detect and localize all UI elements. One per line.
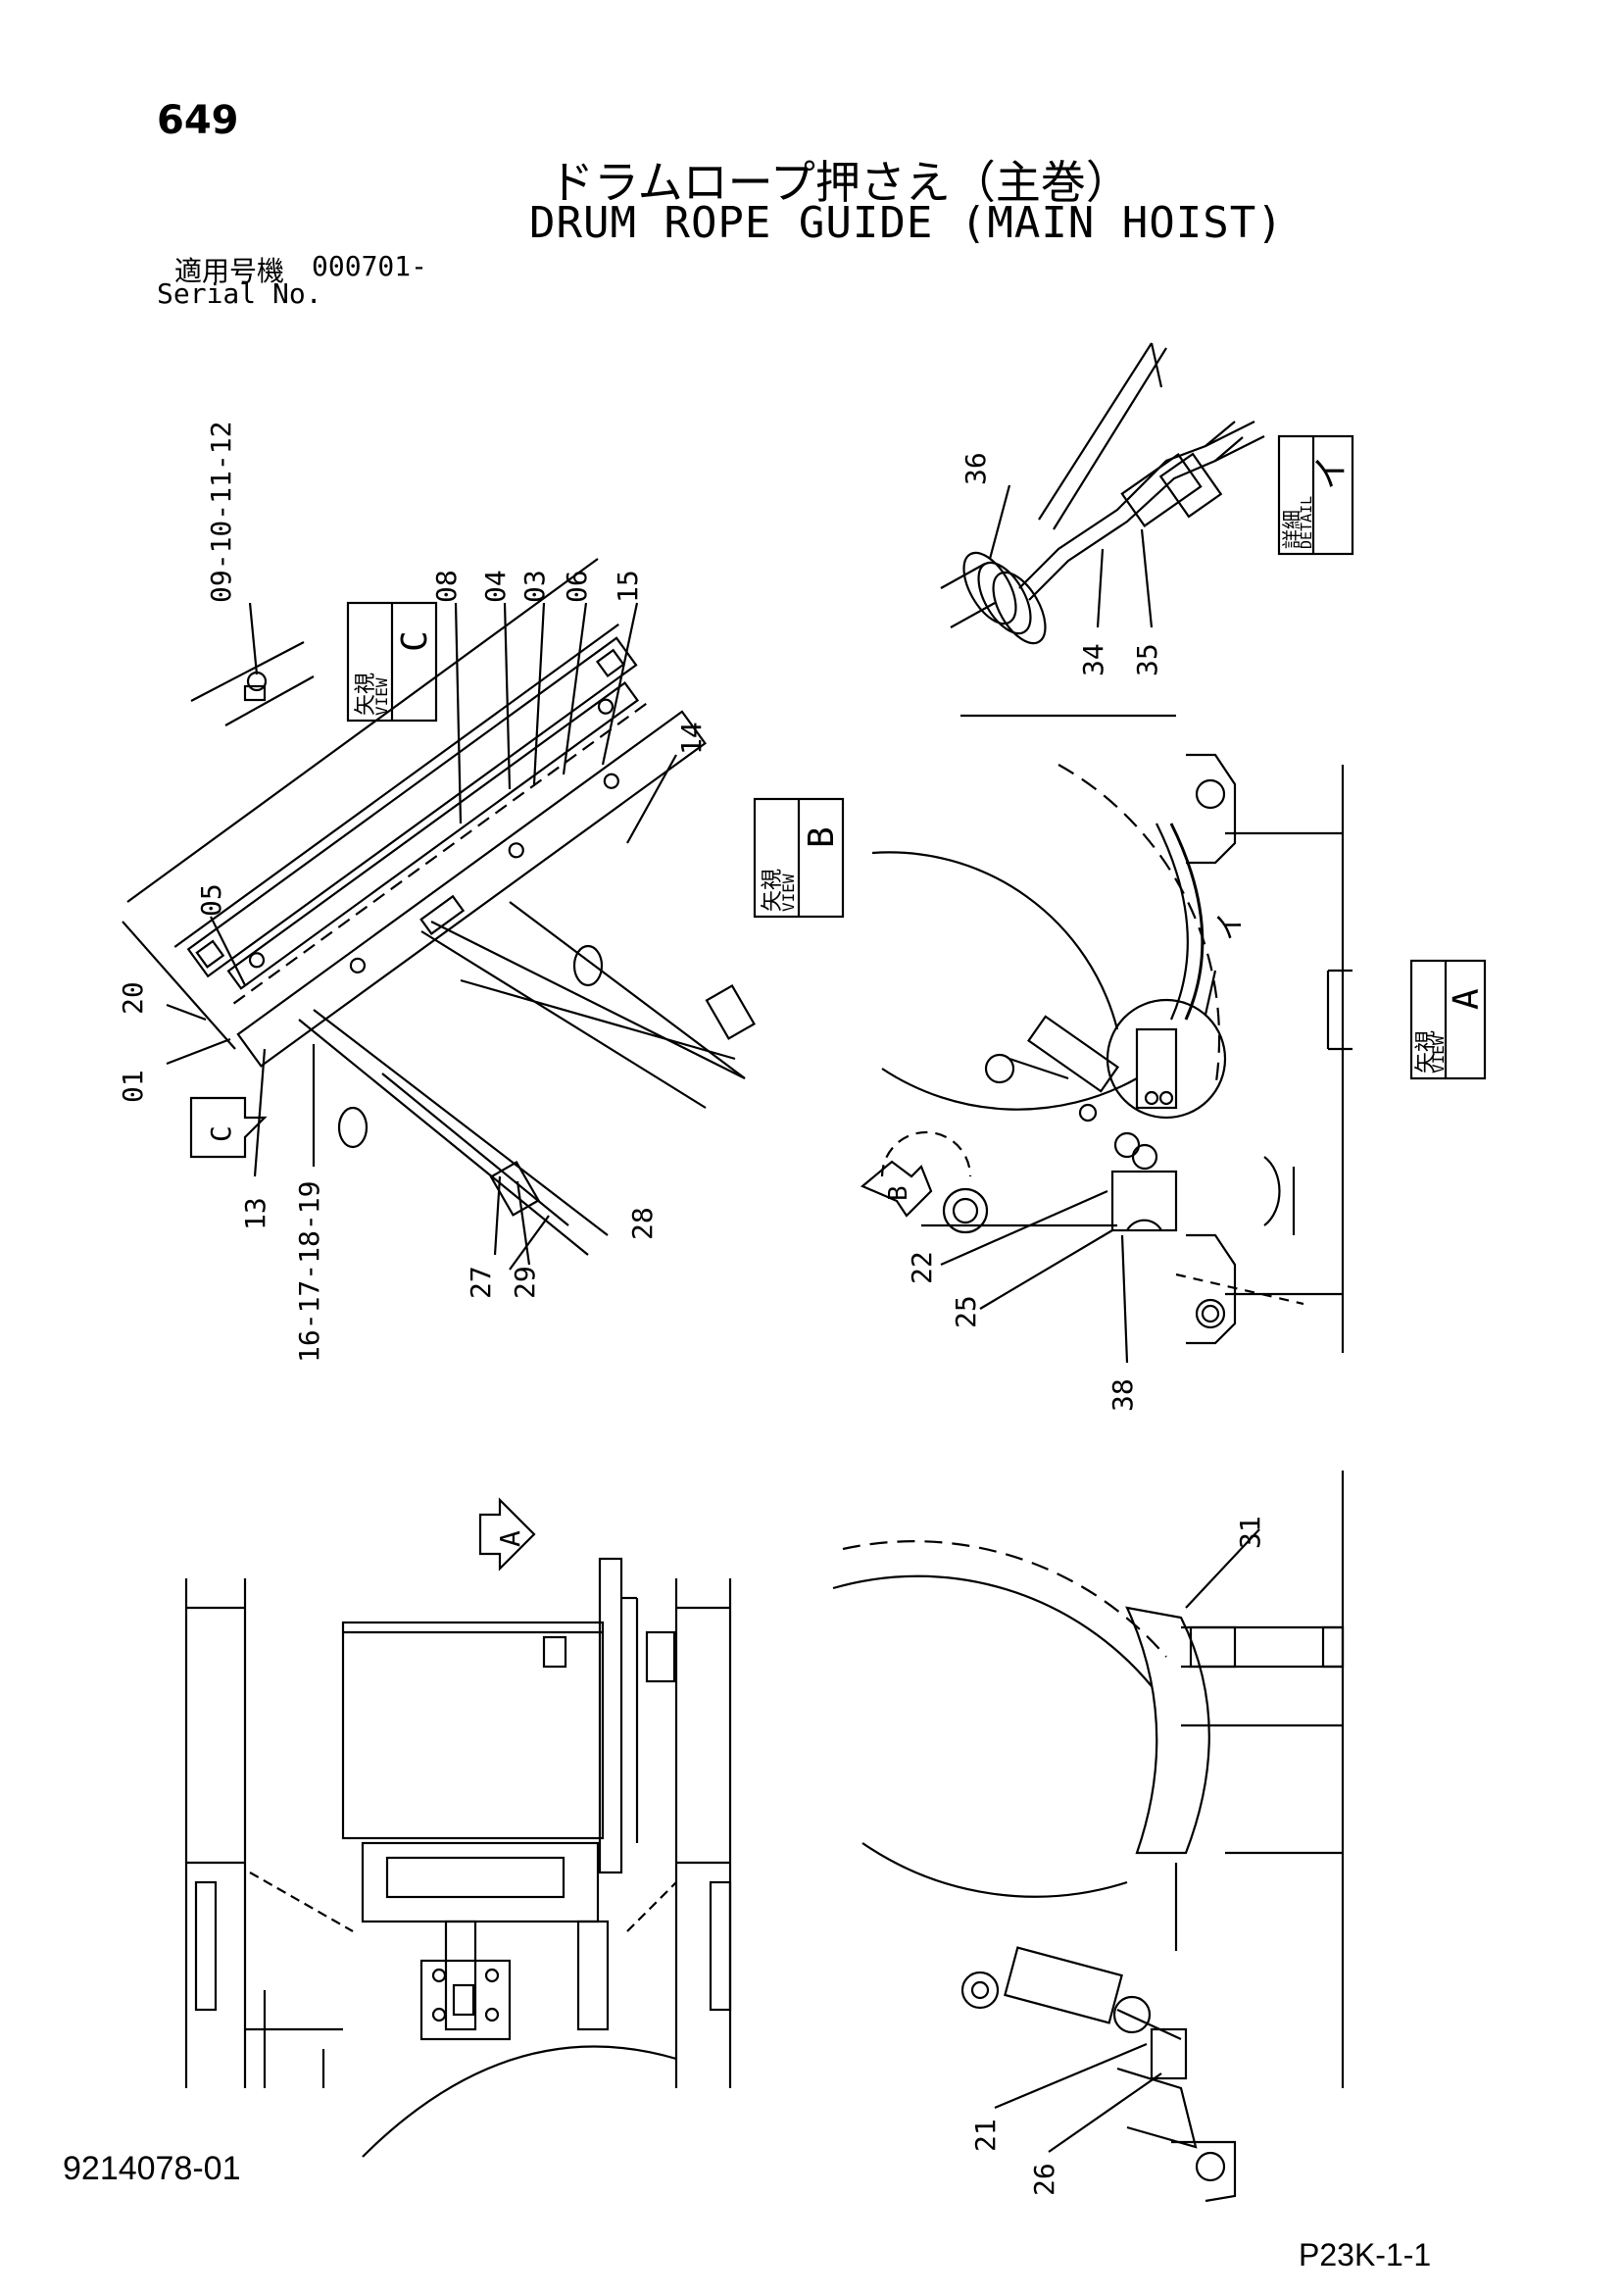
arrow-c-letter: C <box>205 1125 237 1142</box>
view-a-letter: A <box>1447 988 1487 1010</box>
part-label-38: 38 <box>1107 1378 1139 1412</box>
part-label-21: 21 <box>969 2119 1002 2152</box>
part-label-04: 04 <box>479 570 512 603</box>
part-label-25: 25 <box>950 1295 982 1328</box>
part-label-27: 27 <box>465 1266 497 1299</box>
view-b-en: VIEW <box>779 873 798 912</box>
view-a-label-box <box>1409 959 1487 1080</box>
page-number: 649 <box>157 98 239 143</box>
view-b-arrow <box>860 1160 933 1218</box>
lower-right-assembly <box>832 1471 1345 2203</box>
serial-label-japanese: 適用号機 <box>174 255 285 287</box>
part-label-20: 20 <box>117 981 149 1015</box>
view-b-letter: B <box>802 826 842 848</box>
serial-value: 000701- <box>312 250 428 282</box>
part-label-28: 28 <box>626 1207 659 1240</box>
view-b-jp: 矢視 <box>761 869 785 912</box>
part-label-06: 06 <box>561 570 593 603</box>
document-number: 9214078-01 <box>63 2150 241 2187</box>
part-label-35: 35 <box>1131 643 1163 676</box>
detail-letter: イ <box>1311 455 1352 490</box>
part-label-14: 14 <box>675 722 708 755</box>
detail-i-assembly <box>940 342 1265 645</box>
serial-label-english: Serial No. <box>157 277 322 310</box>
view-c-arrow <box>189 1096 268 1159</box>
view-b-label-box <box>753 797 845 919</box>
view-a-assembly <box>871 714 1352 1353</box>
part-label-29: 29 <box>509 1266 541 1299</box>
detail-label-box <box>1277 434 1354 556</box>
part-label-36: 36 <box>959 452 992 485</box>
detail-en: DETAIL <box>1298 496 1315 549</box>
title-japanese: ドラムロープ押さえ（主巻） <box>549 156 1131 209</box>
part-label-34: 34 <box>1077 643 1109 676</box>
part-label-08: 08 <box>430 570 463 603</box>
part-label-16-19: 16-17-18-19 <box>293 1181 325 1363</box>
view-c-en: VIEW <box>372 677 391 716</box>
part-label-09-12: 09-10-11-12 <box>205 422 237 603</box>
view-a-jp: 矢視 <box>1414 1030 1439 1073</box>
detail-jp: 詳細 <box>1280 510 1303 549</box>
part-label-13: 13 <box>239 1197 271 1230</box>
plan-view-assembly <box>184 1557 732 2158</box>
sheet-code: P23K-1-1 <box>1299 2237 1432 2272</box>
part-label-15: 15 <box>612 570 644 603</box>
arrow-b-letter: B <box>884 1185 913 1201</box>
view-c-jp: 矢視 <box>354 673 378 716</box>
title-english: DRUM ROPE GUIDE (MAIN HOIST) <box>529 198 1284 248</box>
part-label-01: 01 <box>117 1070 149 1103</box>
part-label-03: 03 <box>518 570 551 603</box>
view-c-letter: C <box>395 630 435 652</box>
callout-i-letter: イ <box>1213 912 1248 941</box>
view-a-en: VIEW <box>1429 1035 1448 1073</box>
arrow-a-letter: A <box>494 1530 526 1547</box>
part-label-22: 22 <box>906 1251 938 1284</box>
part-label-26: 26 <box>1028 2163 1060 2196</box>
part-label-05: 05 <box>195 883 227 917</box>
view-a-arrow <box>478 1497 536 1572</box>
view-c-label-box <box>346 601 438 723</box>
part-label-31: 31 <box>1234 1516 1266 1549</box>
